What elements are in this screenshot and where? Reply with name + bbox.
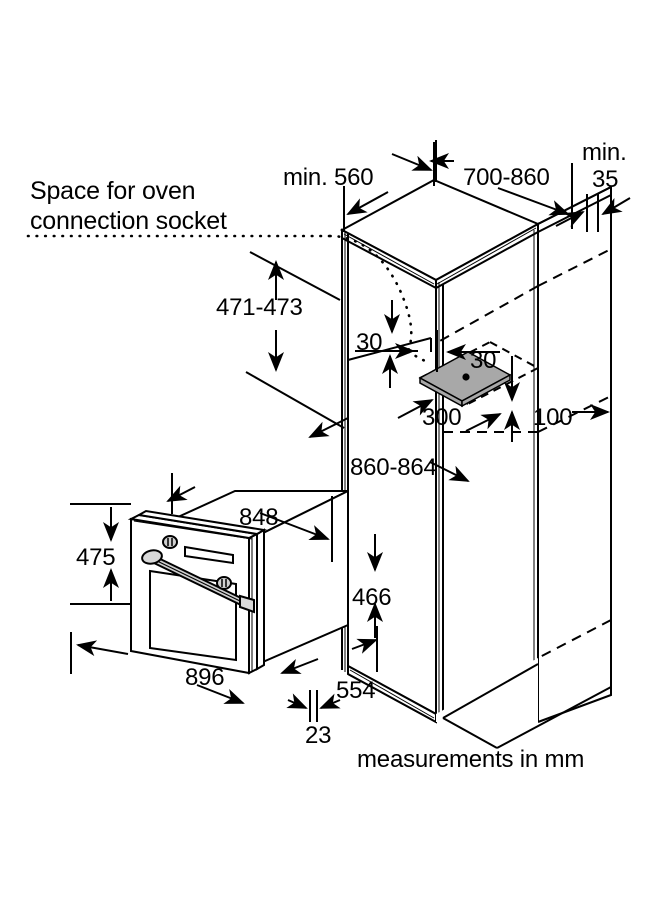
label-475: 475: [76, 544, 116, 571]
socket-leader-dotted: [26, 234, 427, 363]
label-30-right: 30: [470, 347, 497, 374]
socket-note-line1: Space for oven: [30, 177, 196, 205]
label-unit-note: measurements in mm: [357, 746, 585, 773]
oven-dimension-lines: [70, 473, 383, 722]
oven-connection-socket: [418, 351, 512, 408]
label-100: 100: [533, 404, 573, 431]
label-23: 23: [305, 722, 332, 749]
label-554: 554: [336, 677, 376, 704]
dimension-lines: [245, 140, 631, 482]
socket-note-line2: connection socket: [30, 207, 227, 235]
label-min-560: min. 560: [283, 164, 374, 191]
label-471-473: 471-473: [216, 294, 303, 321]
label-300: 300: [422, 404, 462, 431]
label-min-prefix: min.: [582, 139, 627, 166]
label-466: 466: [352, 584, 392, 611]
label-860-864: 860-864: [350, 454, 437, 481]
label-30-left: 30: [356, 329, 383, 356]
label-niche-width-range: 700-860: [463, 164, 550, 191]
socket-note: Space for oven connection socket: [30, 176, 300, 236]
label-848: 848: [239, 504, 279, 531]
oven-appliance: [127, 489, 349, 675]
label-896: 896: [185, 664, 225, 691]
label-side-clearance-35: 35: [592, 166, 619, 193]
